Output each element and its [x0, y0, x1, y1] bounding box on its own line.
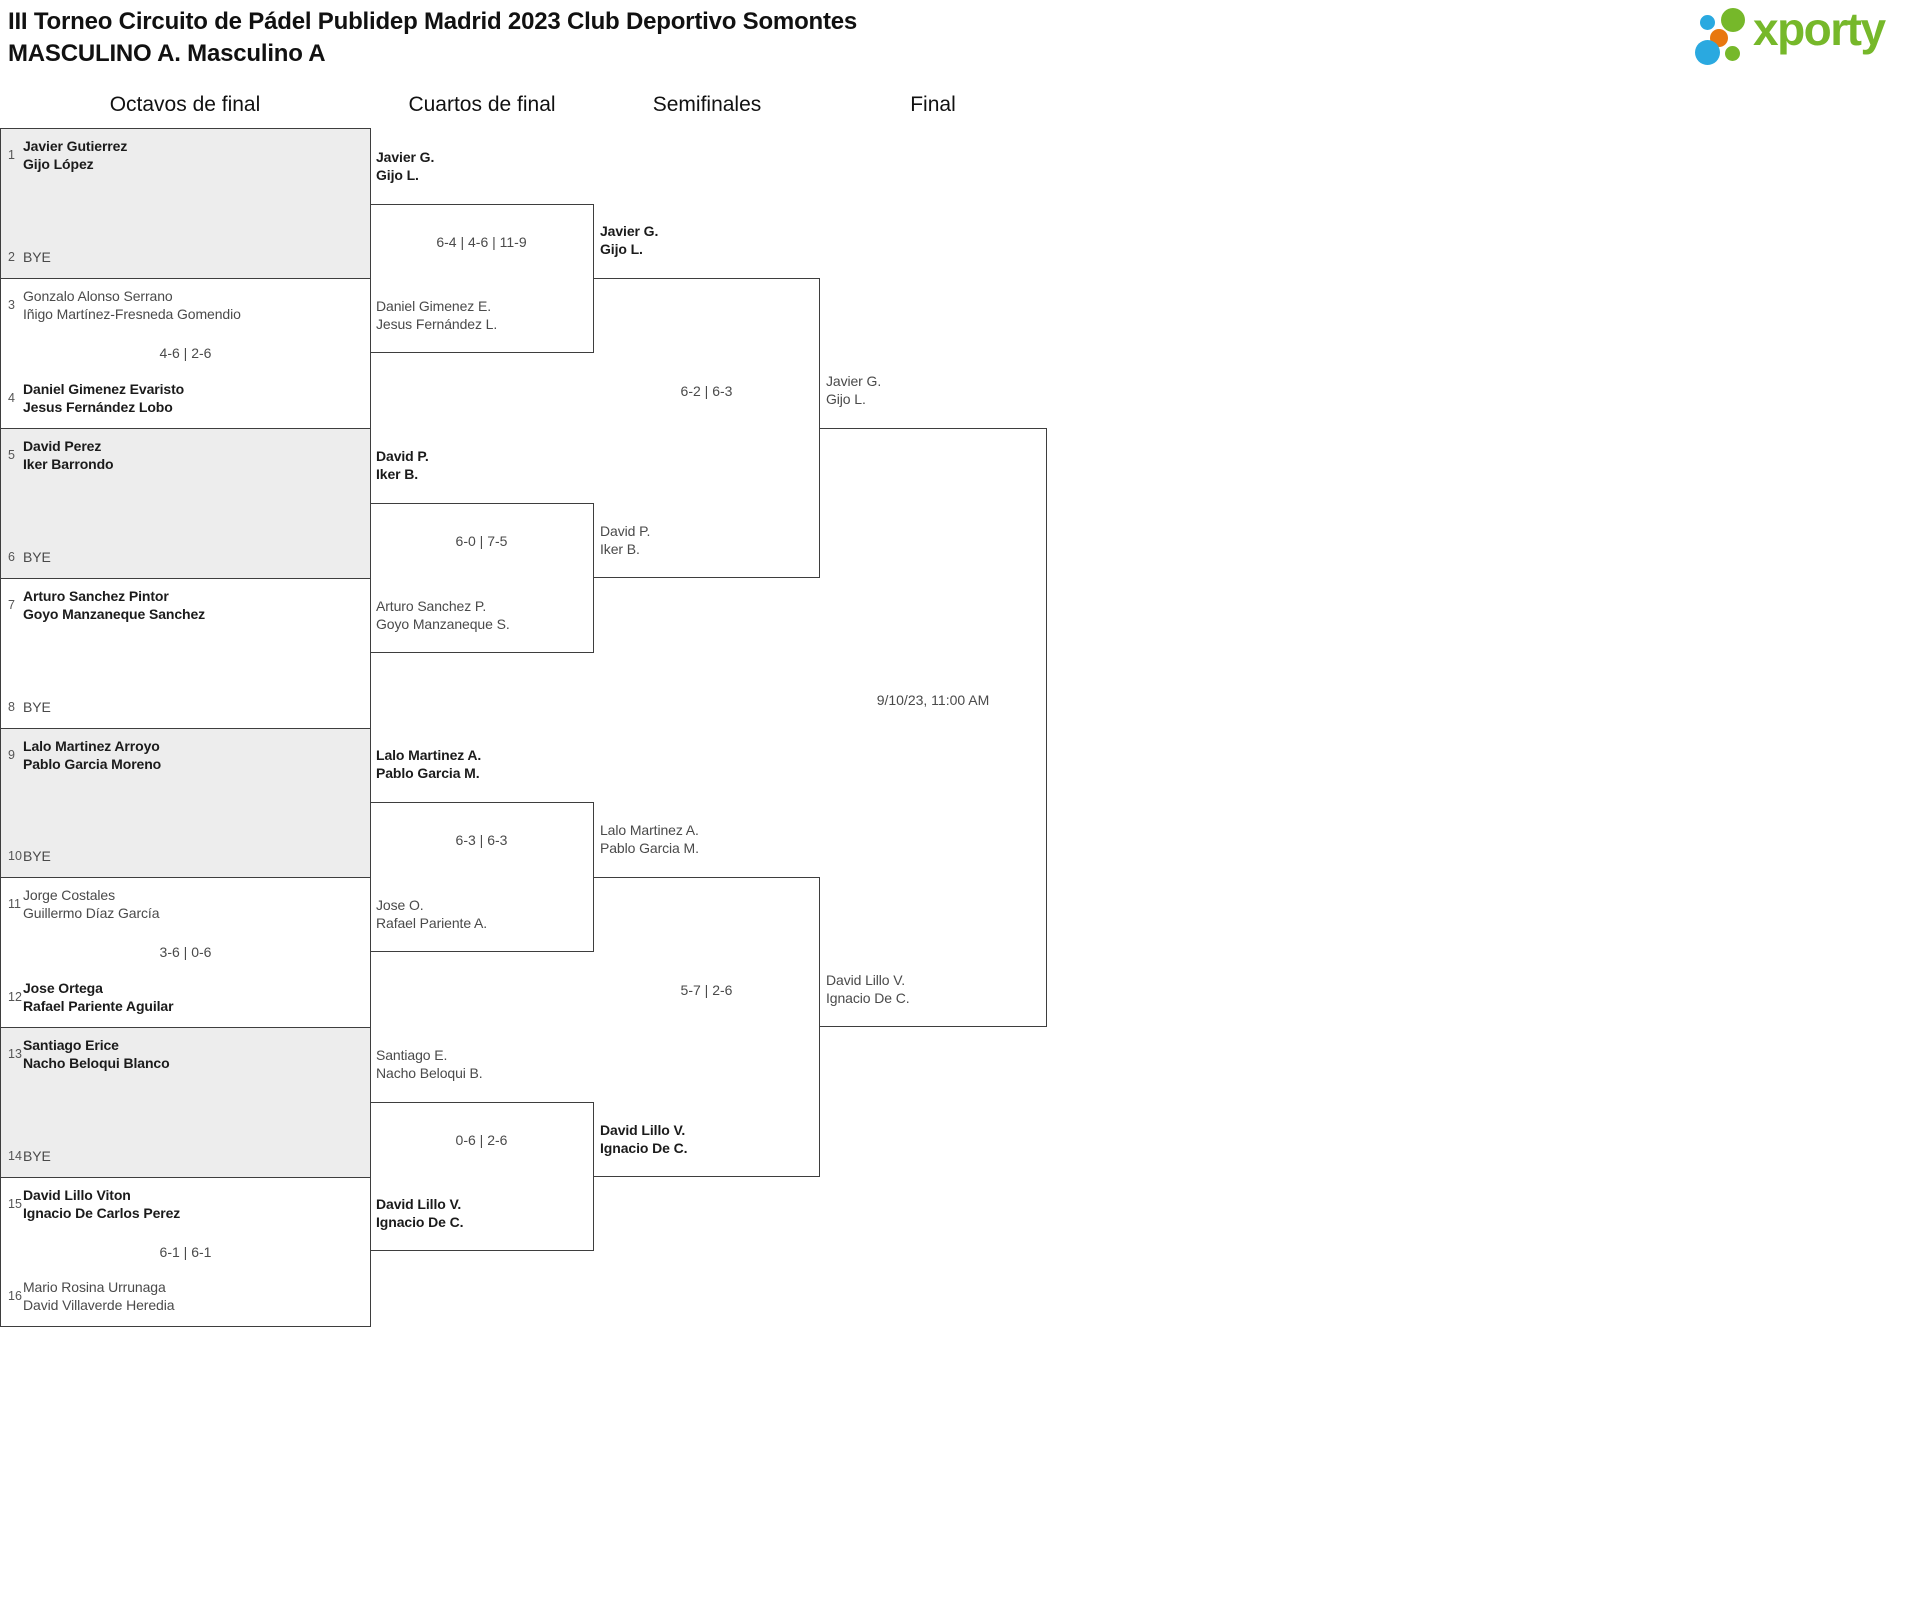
team-names: BYE	[23, 249, 51, 265]
team-row: 16 Mario Rosina Urrunaga David Villaverd…	[1, 1278, 366, 1314]
team-row: 6 BYE	[1, 548, 366, 566]
match-score: 3-6 | 0-6	[159, 944, 212, 960]
match-box-qf-2: 6-0 | 7-5	[370, 503, 594, 653]
participant-label: Javier G. Gijo L.	[826, 373, 882, 407]
seed-number: 5	[8, 448, 15, 462]
match-score: 0-6 | 2-6	[455, 1132, 508, 1148]
team-names: BYE	[23, 549, 51, 565]
match-score: 5-7 | 2-6	[680, 982, 733, 998]
match-score: 6-4 | 4-6 | 11-9	[436, 234, 527, 250]
seed-number: 8	[8, 700, 15, 714]
seed-number: 13	[8, 1047, 22, 1061]
match-box-sf-2: 5-7 | 2-6	[594, 877, 820, 1177]
team-names: Santiago Erice Nacho Beloqui Blanco	[23, 1037, 170, 1071]
team-names: BYE	[23, 1148, 51, 1164]
match-box-qf-4: 0-6 | 2-6	[370, 1102, 594, 1251]
team-names: Javier Gutierrez Gijo López	[23, 138, 128, 172]
team-row: 8 BYE	[1, 698, 366, 716]
seed-number: 1	[8, 148, 15, 162]
team-names: Mario Rosina Urrunaga David Villaverde H…	[23, 1279, 175, 1313]
match-box-sf-1: 6-2 | 6-3	[594, 278, 820, 578]
match-box-r16-4: 7 Arturo Sanchez Pintor Goyo Manzaneque …	[0, 578, 371, 729]
seed-number: 3	[8, 298, 15, 312]
page-subtitle: MASCULINO A. Masculino A	[8, 40, 326, 67]
seed-number: 4	[8, 391, 15, 405]
match-box-r16-8: 15 David Lillo Viton Ignacio De Carlos P…	[0, 1177, 371, 1327]
match-box-qf-3: 6-3 | 6-3	[370, 802, 594, 952]
team-row: 3 Gonzalo Alonso Serrano Iñigo Martínez-…	[1, 287, 366, 323]
participant-label: David Lillo V. Ignacio De C.	[826, 972, 910, 1006]
match-score: 6-1 | 6-1	[159, 1244, 212, 1260]
xporty-logo: xporty	[1690, 0, 1910, 70]
team-names: BYE	[23, 699, 51, 715]
team-row: 15 David Lillo Viton Ignacio De Carlos P…	[1, 1186, 366, 1222]
team-row: 2 BYE	[1, 248, 366, 266]
seed-number: 10	[8, 849, 22, 863]
round-header-final: Final	[910, 93, 956, 116]
team-names: Jose Ortega Rafael Pariente Aguilar	[23, 980, 174, 1014]
match-box-r16-5: 9 Lalo Martinez Arroyo Pablo Garcia More…	[0, 728, 371, 878]
participant-label: David Lillo V. Ignacio De C.	[376, 1196, 464, 1230]
participant-label: Daniel Gimenez E. Jesus Fernández L.	[376, 298, 498, 332]
team-row: 11 Jorge Costales Guillermo Díaz García	[1, 886, 366, 922]
match-box-r16-6: 11 Jorge Costales Guillermo Díaz García …	[0, 877, 371, 1028]
seed-number: 2	[8, 250, 15, 264]
participant-label: David P. Iker B.	[376, 448, 429, 482]
match-score: 4-6 | 2-6	[159, 345, 212, 361]
team-row: 1 Javier Gutierrez Gijo López	[1, 137, 366, 173]
team-row: 9 Lalo Martinez Arroyo Pablo Garcia More…	[1, 737, 366, 773]
round-header-octavos: Octavos de final	[109, 93, 261, 116]
participant-label: Santiago E. Nacho Beloqui B.	[376, 1047, 483, 1081]
team-names: David Lillo Viton Ignacio De Carlos Pere…	[23, 1187, 181, 1221]
participant-label: Javier G. Gijo L.	[376, 149, 435, 183]
round-header-semifinales: Semifinales	[652, 93, 762, 116]
team-names: Gonzalo Alonso Serrano Iñigo Martínez-Fr…	[23, 288, 241, 322]
team-names: Arturo Sanchez Pintor Goyo Manzaneque Sa…	[23, 588, 206, 622]
page-title: III Torneo Circuito de Pádel Publidep Ma…	[8, 8, 858, 35]
team-row: 12 Jose Ortega Rafael Pariente Aguilar	[1, 979, 366, 1015]
participant-label: David Lillo V. Ignacio De C.	[600, 1122, 688, 1156]
match-score: 6-0 | 7-5	[455, 533, 508, 549]
logo-wordmark: xporty	[1753, 3, 1886, 55]
participant-label: Arturo Sanchez P. Goyo Manzaneque S.	[376, 598, 510, 632]
team-row: 14 BYE	[1, 1147, 366, 1165]
seed-number: 16	[8, 1289, 22, 1303]
seed-number: 14	[8, 1149, 22, 1163]
match-score: 6-2 | 6-3	[680, 383, 733, 399]
participant-label: Javier G. Gijo L.	[600, 223, 659, 257]
final-schedule: 9/10/23, 11:00 AM	[876, 692, 990, 708]
match-score: 6-3 | 6-3	[455, 832, 508, 848]
team-names: Jorge Costales Guillermo Díaz García	[23, 887, 160, 921]
team-row: 13 Santiago Erice Nacho Beloqui Blanco	[1, 1036, 366, 1072]
team-names: David Perez Iker Barrondo	[23, 438, 114, 472]
team-names: Lalo Martinez Arroyo Pablo Garcia Moreno	[23, 738, 162, 772]
match-box-r16-3: 5 David Perez Iker Barrondo 6 BYE	[0, 428, 371, 579]
seed-number: 15	[8, 1197, 22, 1211]
participant-label: David P. Iker B.	[600, 523, 651, 557]
team-row: 10 BYE	[1, 847, 366, 865]
team-names: BYE	[23, 848, 51, 864]
match-box-r16-2: 3 Gonzalo Alonso Serrano Iñigo Martínez-…	[0, 278, 371, 429]
seed-number: 11	[8, 897, 21, 911]
seed-number: 12	[8, 990, 22, 1004]
team-row: 4 Daniel Gimenez Evaristo Jesus Fernánde…	[1, 380, 366, 416]
seed-number: 6	[8, 550, 15, 564]
participant-label: Lalo Martinez A. Pablo Garcia M.	[600, 822, 699, 856]
team-row: 7 Arturo Sanchez Pintor Goyo Manzaneque …	[1, 587, 366, 623]
match-box-r16-7: 13 Santiago Erice Nacho Beloqui Blanco 1…	[0, 1027, 371, 1178]
participant-label: Jose O. Rafael Pariente A.	[376, 897, 488, 931]
participant-label: Lalo Martinez A. Pablo Garcia M.	[376, 747, 482, 781]
match-box-final: 9/10/23, 11:00 AM	[820, 428, 1047, 1027]
match-box-qf-1: 6-4 | 4-6 | 11-9	[370, 204, 594, 353]
team-names: Daniel Gimenez Evaristo Jesus Fernández …	[23, 381, 185, 415]
seed-number: 7	[8, 598, 15, 612]
match-box-r16-1: 1 Javier Gutierrez Gijo López 2 BYE	[0, 128, 371, 279]
team-row: 5 David Perez Iker Barrondo	[1, 437, 366, 473]
round-header-cuartos: Cuartos de final	[408, 93, 556, 116]
seed-number: 9	[8, 748, 15, 762]
